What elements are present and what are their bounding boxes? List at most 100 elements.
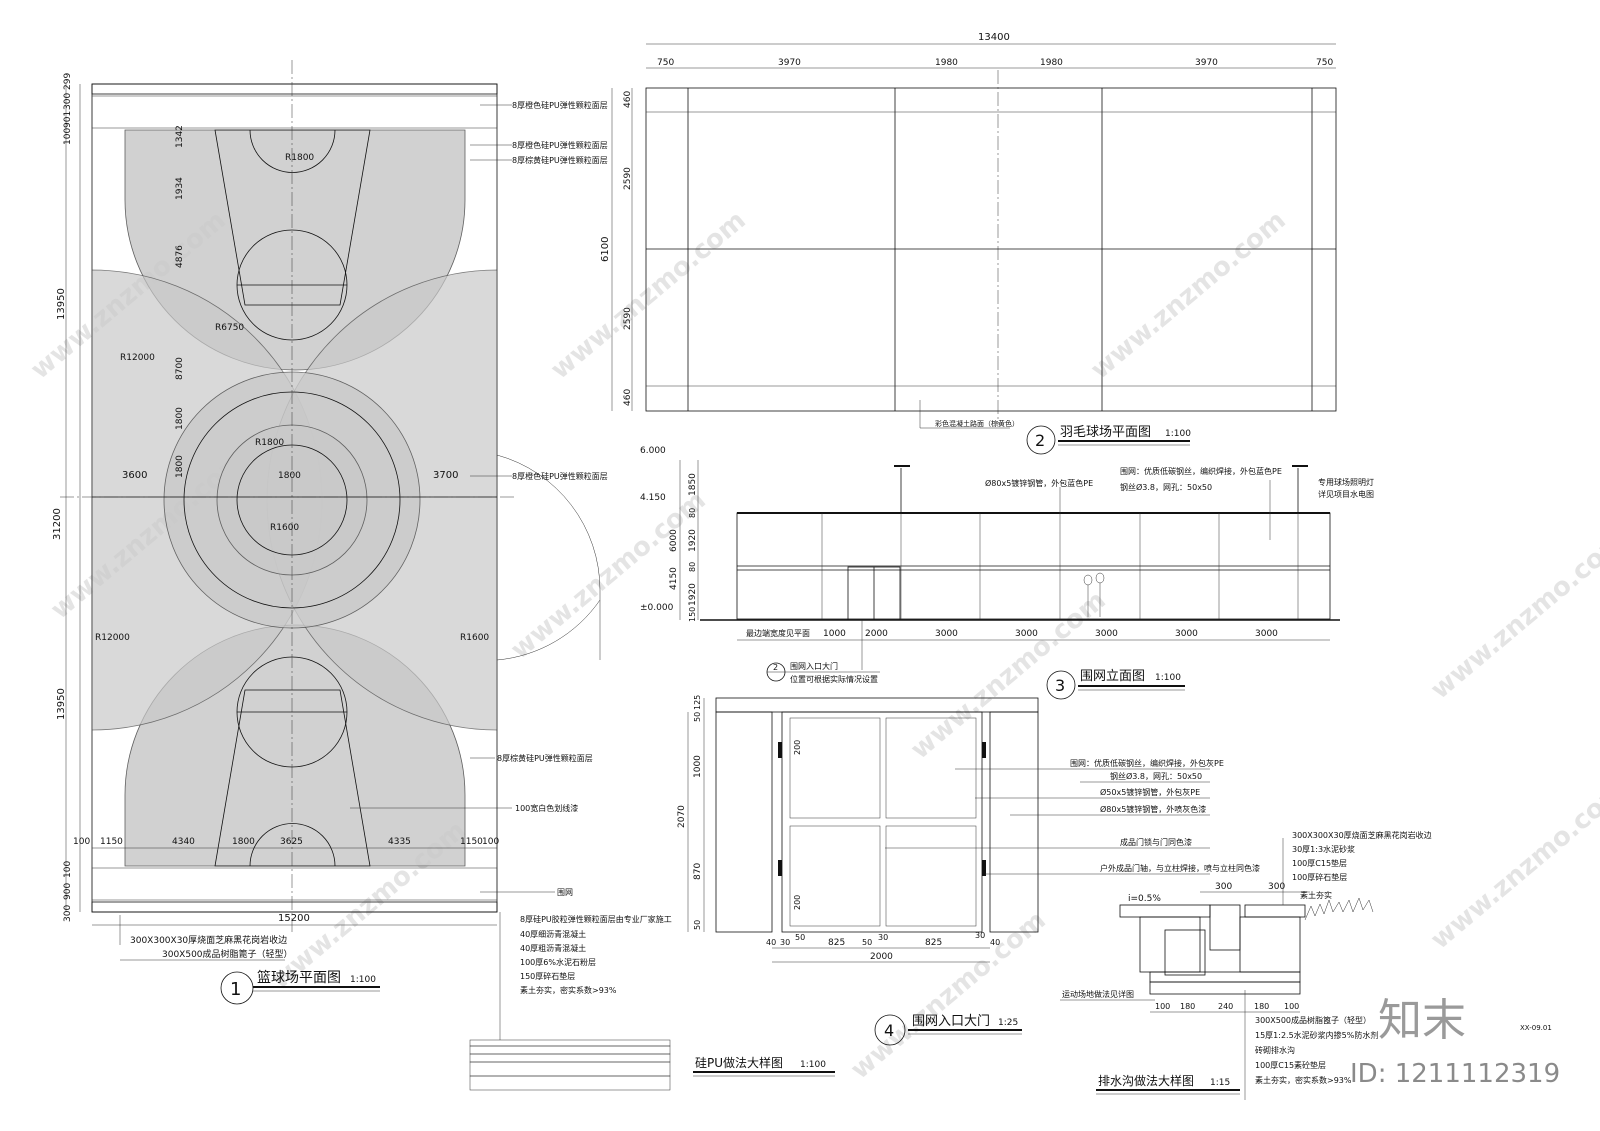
dim-label: 1920 <box>688 583 698 606</box>
detail-number: 1 <box>230 979 241 1000</box>
dim-label: 300 <box>1268 882 1285 892</box>
watermark: www.znzmo.com <box>1425 775 1600 955</box>
dim-label: 1800 <box>278 471 301 481</box>
dim-label: 1980 <box>935 58 958 68</box>
note: 300X300X30厚烧面芝麻黑花岗岩收边 <box>1292 830 1432 840</box>
dim-label: 3000 <box>1255 629 1278 639</box>
dim-label: 3000 <box>1175 629 1198 639</box>
dim-label: 2070 <box>677 805 687 828</box>
dim-label: 1150 <box>460 837 483 847</box>
gate-detail: 125 50 1000 2070 870 50 200 200 40 30 50… <box>677 695 1260 1046</box>
dim-label: 150 <box>688 607 697 622</box>
note: 100厚6%水泥石粉层 <box>520 957 596 967</box>
note: 300X500成品树脂篦子（轻型） <box>1255 1015 1371 1025</box>
note: 围网：优质低碳钢丝，编织焊接，外包蓝色PE <box>1120 466 1282 476</box>
dim-label: 3970 <box>778 58 801 68</box>
dim-label: 3700 <box>433 470 458 481</box>
dim-label: 50 <box>693 712 702 722</box>
dim-label: 825 <box>925 938 942 948</box>
dim-label: 240 <box>1218 1002 1233 1011</box>
dim-label: 30 <box>975 931 985 940</box>
note: 300X500成品树脂篦子（轻型） <box>162 948 293 960</box>
dim-label: 40 <box>766 938 776 947</box>
dim-label: 80 <box>688 508 697 518</box>
dim-label: 31200 <box>52 508 63 540</box>
dim-label: 300 <box>63 93 73 110</box>
dim-label: 460 <box>623 91 633 108</box>
fence-elevation: 6.000 4.150 ±0.000 6000 4150 1850 80 192… <box>640 446 1374 700</box>
dim-label: 900 <box>63 883 73 900</box>
note: 40厚细沥青混凝土 <box>520 929 586 939</box>
dim-label: 1342 <box>175 125 185 148</box>
dim-label: 100 <box>73 837 90 847</box>
note: 运动场地做法见详图 <box>1062 989 1134 999</box>
note: 围网 <box>557 888 573 897</box>
note: 30厚1:3水泥砂浆 <box>1292 844 1355 854</box>
dim-label: 1000 <box>823 629 846 639</box>
dim-label: 50 <box>693 920 702 930</box>
dim-label: 2000 <box>870 952 893 962</box>
dim-label: 125 <box>693 695 702 710</box>
note: 砖砌排水沟 <box>1255 1045 1295 1055</box>
dim-label: 1850 <box>688 473 698 496</box>
note: 8厚棕黄硅PU弹性颗粒面层 <box>512 155 608 165</box>
note: 40厚粗沥青混凝土 <box>520 943 586 953</box>
drawing-scale: 1:100 <box>1155 673 1181 683</box>
basketball-notes: 8厚橙色硅PU弹性颗粒面层 8厚橙色硅PU弹性颗粒面层 8厚棕黄硅PU弹性颗粒面… <box>350 100 608 897</box>
dim-label: 6100 <box>600 237 611 262</box>
detail-ref: 2 <box>773 663 778 672</box>
drain-section: i=0.5% 300 300 300X300X30厚烧面芝麻黑花岗岩收边 30厚… <box>1060 830 1432 1100</box>
dim-label: 100 <box>1155 1002 1170 1011</box>
watermark: www.znzmo.com <box>1085 205 1291 385</box>
note: 100宽白色划线漆 <box>515 803 578 813</box>
dim-label: 750 <box>1316 58 1333 68</box>
radius-label: R6750 <box>215 323 244 333</box>
dim-label: 100 <box>63 861 73 878</box>
dim-label: 901 <box>63 111 73 128</box>
detail-number: 2 <box>1035 431 1045 450</box>
drawing-title: 硅PU做法大样图 <box>695 1055 783 1070</box>
dim-label: 2590 <box>623 307 633 330</box>
dim-label: 1800 <box>232 837 255 847</box>
dim-label: 299 <box>63 73 73 90</box>
dim-label: 750 <box>657 58 674 68</box>
note: 钢丝Ø3.8，网孔：50x50 <box>1120 482 1212 492</box>
dim-label: 3600 <box>122 470 147 481</box>
drawing-scale: 1:15 <box>1210 1078 1230 1088</box>
note: 围网：优质低碳钢丝，编织焊接，外包灰PE <box>1070 758 1224 768</box>
level-label: 6.000 <box>640 446 666 456</box>
detail-number: 4 <box>884 1021 894 1040</box>
note: 素土夯实，密实系数>93% <box>1255 1075 1352 1085</box>
drawing-title: 羽毛球场平面图 <box>1060 425 1151 440</box>
dim-label: 1934 <box>175 177 185 200</box>
note: 100厚C15垫层 <box>1292 858 1347 868</box>
note: 100厚碎石垫层 <box>1292 872 1347 882</box>
dim-label: 4340 <box>172 837 195 847</box>
note: 钢丝Ø3.8，网孔：50x50 <box>1110 771 1202 781</box>
note: Ø50x5镀锌钢管，外包灰PE <box>1100 787 1200 797</box>
dim-label: 30 <box>780 938 790 947</box>
dim-label: 180 <box>1180 1002 1195 1011</box>
dim-label: 1980 <box>1040 58 1063 68</box>
drawing-scale: 1:100 <box>350 975 376 985</box>
radius-label: R12000 <box>95 633 130 643</box>
radius-label: R1800 <box>255 438 284 448</box>
basketball-plan: 299 300 901 100 13950 31200 13950 100 90… <box>52 60 608 1005</box>
drawing-title: 篮球场平面图 <box>257 970 341 986</box>
dim-label: 2590 <box>623 167 633 190</box>
level-label: ±0.000 <box>640 603 674 613</box>
note: 15厚1:2.5水泥砂浆内掺5%防水剂 <box>1255 1030 1378 1040</box>
drawing-id: ID: 1211112319 <box>1350 1059 1560 1089</box>
dim-label: 3625 <box>280 837 303 847</box>
note: 8厚棕黄硅PU弹性颗粒面层 <box>497 753 593 763</box>
dim-label: 825 <box>828 938 845 948</box>
watermark: www.znzmo.com <box>1425 525 1600 705</box>
note: 素土夯实 <box>1300 890 1332 900</box>
dim-label: 8700 <box>175 357 185 380</box>
fence-notes: Ø80x5镀锌钢管，外包蓝色PE 围网：优质低碳钢丝，编织焊接，外包蓝色PE 钢… <box>985 466 1374 540</box>
dim-label: 4335 <box>388 837 411 847</box>
dim-label: 13400 <box>978 32 1010 43</box>
note: i=0.5% <box>1128 894 1161 904</box>
dim-label: 100 <box>482 837 499 847</box>
watermark: www.znzmo.com <box>505 485 711 665</box>
